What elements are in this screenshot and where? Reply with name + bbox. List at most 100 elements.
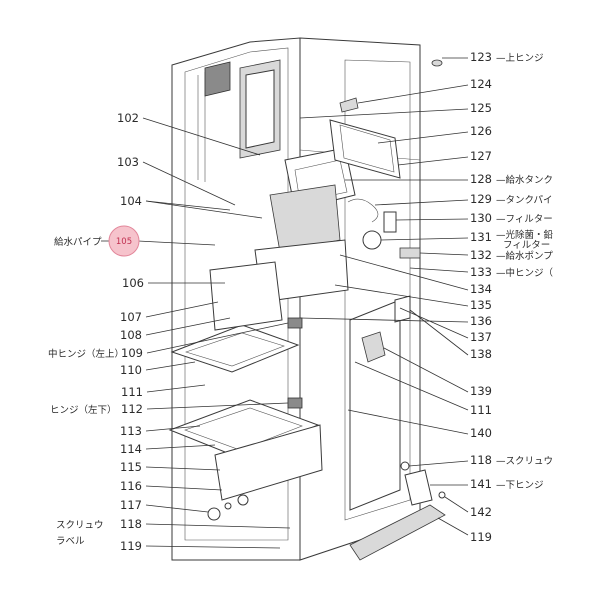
label-110: 110 [120, 363, 142, 377]
label-107: 107 [120, 310, 142, 324]
label-117: 117 [120, 498, 142, 512]
glass-shelf-upper-inner [185, 332, 285, 367]
left-labels: 102 103 104 106 107 108 中ヒンジ（左上） 109 110… [48, 111, 291, 553]
leader-111 [146, 384, 206, 393]
lower-hinge-right [404, 469, 433, 506]
label-141-name: —下ヒンジ [496, 480, 544, 491]
label-138: 138 [470, 347, 492, 361]
water-pump [399, 247, 421, 259]
leader-111-right [354, 361, 469, 411]
caster-1 [207, 507, 221, 521]
lower-crisper [214, 424, 323, 501]
label-125: 125 [470, 101, 492, 115]
leader-138 [409, 309, 469, 356]
leader-102 [142, 117, 261, 156]
screw-142 [438, 491, 446, 499]
label-140: 140 [470, 426, 492, 440]
label-132: 132 [470, 248, 492, 262]
leader-129 [374, 199, 469, 206]
label-127: 127 [470, 149, 492, 163]
label-128: 128 [470, 172, 492, 186]
label-112-name: ヒンジ（左下） [50, 404, 117, 416]
leader-134 [339, 254, 469, 291]
highlighted-part-callout: 105 給水パイプ [54, 225, 216, 257]
label-123: 123 [470, 50, 492, 64]
highlight-part-name: 給水パイプ [54, 236, 102, 248]
label-118-right: 118 [470, 453, 492, 467]
middle-hinge-left [287, 317, 303, 329]
leader-112 [146, 402, 289, 410]
caster-2 [237, 494, 249, 506]
tank-lid [329, 119, 401, 179]
label-131-name-2: フィルター [503, 240, 550, 251]
label-129-name: —タンクパイ [496, 195, 553, 206]
label-109-name: 中ヒンジ（左上） [48, 348, 124, 360]
tank-tray [269, 184, 341, 253]
label-133-name: —中ヒンジ（ [496, 267, 554, 279]
leader-110 [145, 361, 196, 371]
label-119: 119 [120, 539, 142, 553]
highlight-circle-105 [108, 225, 140, 257]
leader-137 [399, 307, 469, 339]
leader-116 [145, 485, 223, 491]
label-113: 113 [120, 424, 142, 438]
label-135: 135 [470, 298, 492, 312]
uv-filter [362, 230, 382, 250]
leader-127 [397, 156, 469, 166]
leader-130 [395, 218, 469, 221]
label-118-name: スクリュウ [56, 520, 104, 531]
label-108: 108 [120, 328, 142, 342]
leader-135 [334, 284, 469, 307]
label-131: 131 [470, 230, 492, 244]
leader-114 [145, 444, 216, 450]
cabinet-lower-side [349, 299, 401, 511]
label-130: 130 [470, 211, 492, 225]
leader-113 [145, 425, 201, 432]
label-139: 139 [470, 384, 492, 398]
label-119-name: ラベル [56, 536, 85, 547]
leader-142 [444, 496, 469, 513]
lower-hinge-left [287, 397, 303, 409]
leader-118-right [408, 460, 469, 467]
label-131-name: —光除菌・鉛 [496, 229, 554, 241]
door-top-hinge-block [204, 61, 231, 97]
leader-132 [419, 252, 469, 256]
leader-119 [145, 545, 281, 549]
leader-105 [137, 240, 216, 246]
label-128-name: —給水タンク [496, 174, 553, 186]
screw-118 [400, 461, 410, 471]
highlight-part-no: 105 [116, 237, 132, 247]
leader-136 [299, 317, 469, 323]
label-114: 114 [120, 442, 142, 456]
label-104: 104 [120, 194, 142, 208]
label-115: 115 [120, 460, 142, 474]
leader-125 [299, 108, 469, 119]
filter-cartridge [383, 211, 397, 233]
label-129: 129 [470, 192, 492, 206]
leader-139 [383, 347, 469, 393]
leader-103 [142, 161, 236, 206]
cabinet-back [344, 59, 411, 521]
tank-pipe [347, 198, 379, 223]
label-133: 133 [470, 265, 492, 279]
label-103: 103 [117, 155, 139, 169]
glass-shelf-upper [170, 324, 300, 373]
leader-119-right [437, 517, 469, 536]
leader-108 [145, 317, 231, 336]
leader-109 [146, 322, 289, 354]
leader-124 [357, 84, 469, 104]
label-132-name: —給水ポンプ [496, 250, 553, 262]
glass-shelf-lower [168, 399, 320, 459]
label-136: 136 [470, 314, 492, 328]
label-126: 126 [470, 124, 492, 138]
label-137: 137 [470, 330, 492, 344]
label-111-right: 111 [470, 403, 492, 417]
label-123-name: —上ヒンジ [496, 53, 544, 64]
door-pocket-upper-inner [245, 69, 275, 149]
base-label-strip [349, 504, 446, 561]
top-hinge-screw [431, 59, 443, 67]
label-134: 134 [470, 282, 492, 296]
label-102: 102 [117, 111, 139, 125]
